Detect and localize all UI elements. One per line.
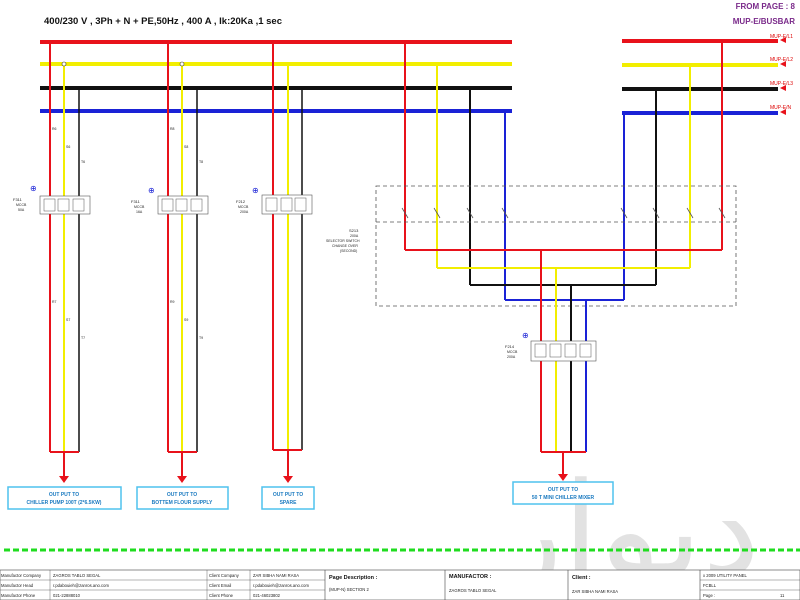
output-box-1: OUT PUT TO CHILLER PUMP 100T (2*6.5KW): [7, 486, 122, 510]
svg-text:MCCB: MCCB: [507, 350, 518, 354]
svg-text:Client Email: Client Email: [209, 583, 231, 588]
busbars: [40, 39, 778, 115]
svg-text:R7: R7: [52, 300, 57, 304]
bus-label-l1: MUP-E/L1: [770, 34, 793, 40]
svg-text:F212: F212: [236, 199, 246, 204]
svg-text:CHANGE OVER: CHANGE OVER: [332, 244, 358, 248]
bus-label-l3: MUP-E/L3: [770, 81, 793, 87]
feeder-3-spare: F212 MCCB 200A ⊕: [236, 42, 313, 483]
svg-text:Manufactor Phone: Manufactor Phone: [1, 593, 36, 598]
svg-text:⊕: ⊕: [30, 184, 37, 193]
svg-text:OUT PUT TO: OUT PUT TO: [273, 492, 303, 498]
svg-text:r.pdabouieh@zanros.ano.com: r.pdabouieh@zanros.ano.com: [53, 583, 109, 588]
svg-text:S7: S7: [66, 318, 70, 322]
bus-arrows: [780, 37, 786, 115]
svg-text:r.pdabouieh@zanros.ano.com: r.pdabouieh@zanros.ano.com: [253, 583, 309, 588]
svg-text:OUT PUT TO: OUT PUT TO: [548, 487, 578, 493]
svg-text:ZAR SIBHA NAMI RASA: ZAR SIBHA NAMI RASA: [572, 589, 618, 594]
output-box-2: OUT PUT TO BOTTEM FLOUR SUPPLY: [136, 486, 229, 510]
svg-text:T8: T8: [199, 160, 203, 164]
svg-text:ZAGROS TABLO SEGAL: ZAGROS TABLO SEGAL: [449, 588, 497, 593]
svg-text:SPARE: SPARE: [280, 500, 298, 506]
svg-text:⊕: ⊕: [148, 186, 155, 195]
from-page-label: FROM PAGE : 8: [736, 2, 796, 11]
svg-text:200A: 200A: [507, 355, 516, 359]
output-box-4: OUT PUT TO 50 T MINI CHILLER MIXER: [512, 481, 614, 505]
svg-text:S213: S213: [349, 228, 359, 233]
svg-text:021-46023802: 021-46023802: [253, 593, 281, 598]
svg-text:200A: 200A: [350, 234, 359, 238]
svg-text:SELECTOR SWITCH: SELECTOR SWITCH: [326, 239, 360, 243]
svg-text:Client :: Client :: [572, 575, 591, 581]
svg-text:50 T MINI CHILLER MIXER: 50 T MINI CHILLER MIXER: [532, 495, 595, 501]
svg-text:Manufactor Head: Manufactor Head: [1, 583, 34, 588]
feeder-2: R8 S8 T8 R9 S9 T9 F311 MCCB 16A ⊕: [131, 42, 209, 483]
svg-text:BOTTEM FLOUR SUPPLY: BOTTEM FLOUR SUPPLY: [152, 500, 213, 506]
svg-text:OUT PUT TO: OUT PUT TO: [49, 492, 79, 498]
svg-text:11: 11: [780, 593, 785, 598]
bus-label-n: MUP-E/N: [770, 105, 792, 111]
svg-text:ZAR SIBHA NAMI RASA: ZAR SIBHA NAMI RASA: [253, 573, 299, 578]
svg-text:S9: S9: [184, 318, 188, 322]
svg-text:MCCB: MCCB: [238, 205, 249, 209]
svg-text:S8: S8: [184, 145, 188, 149]
svg-text:F311: F311: [131, 199, 141, 204]
svg-text:R6: R6: [52, 127, 57, 131]
svg-text:⊕: ⊕: [252, 186, 259, 195]
svg-text:16A: 16A: [136, 210, 143, 214]
feeder-1: R6 S6 T6 R7 S7 T7 F311 MCCB 50A ⊕: [13, 42, 91, 483]
svg-text:MCCB: MCCB: [16, 203, 27, 207]
output-box-3: OUT PUT TO SPARE: [261, 486, 315, 510]
svg-text:OUT PUT TO: OUT PUT TO: [167, 492, 197, 498]
svg-text:50A: 50A: [18, 208, 25, 212]
chiller-mccb-f214: F214 MCCB 200A ⊕: [505, 250, 597, 481]
svg-text:(MUP-N) SECTION 2: (MUP-N) SECTION 2: [329, 587, 369, 592]
svg-text:021-22888010: 021-22888010: [53, 593, 81, 598]
svg-text:MANUFACTOR :: MANUFACTOR :: [449, 574, 492, 580]
svg-text:F311: F311: [13, 197, 23, 202]
svg-text:(SECOND): (SECOND): [340, 249, 357, 253]
busbar-label: MUP-E/BUSBAR: [733, 17, 795, 26]
svg-text:R9: R9: [170, 300, 175, 304]
svg-text:200A: 200A: [240, 210, 249, 214]
svg-text:FCBLL: FCBLL: [703, 583, 717, 588]
svg-text:MCCB: MCCB: [134, 205, 145, 209]
svg-text:Manufactor Company: Manufactor Company: [1, 573, 42, 578]
supply-rating-title: 400/230 V , 3Ph + N + PE,50Hz , 400 A , …: [44, 16, 282, 27]
svg-text:F214: F214: [505, 344, 515, 349]
svg-text:x 2009 UTILITY PANEL: x 2009 UTILITY PANEL: [703, 573, 748, 578]
selector-switch-s213: S213 200A SELECTOR SWITCH CHANGE OVER (S…: [326, 41, 737, 307]
svg-text:Client Company: Client Company: [209, 573, 240, 578]
bus-label-l2: MUP-E/L2: [770, 57, 793, 63]
svg-text:⊕: ⊕: [522, 331, 529, 340]
svg-text:T7: T7: [81, 336, 85, 340]
svg-text:S6: S6: [66, 145, 70, 149]
svg-text:Page Description :: Page Description :: [329, 575, 377, 581]
svg-text:ZAGROS TABLO SEGAL: ZAGROS TABLO SEGAL: [53, 573, 101, 578]
svg-text:T9: T9: [199, 336, 203, 340]
svg-text:T6: T6: [81, 160, 85, 164]
svg-text:Page :: Page :: [703, 593, 715, 598]
title-block: Manufactor Company ZAGROS TABLO SEGAL Ma…: [0, 569, 800, 600]
svg-text:R8: R8: [170, 127, 175, 131]
svg-text:Client Phone: Client Phone: [209, 593, 234, 598]
svg-text:CHILLER PUMP 100T (2*6.5KW): CHILLER PUMP 100T (2*6.5KW): [27, 500, 102, 506]
